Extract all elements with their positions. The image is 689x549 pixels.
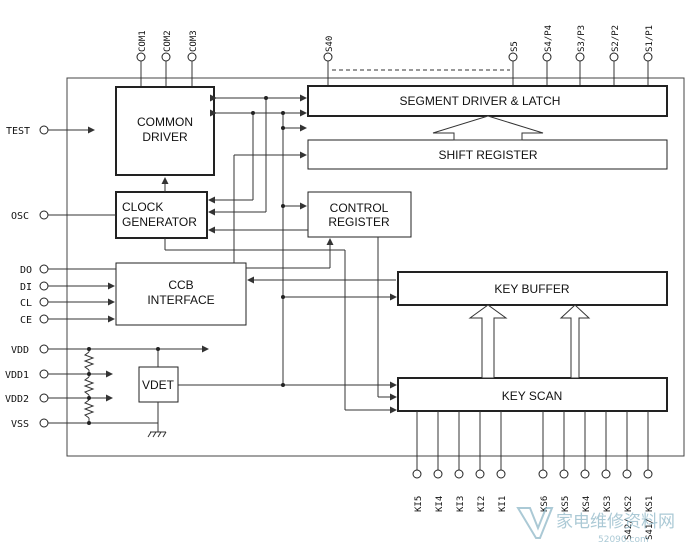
pin-ki5: KI5 xyxy=(412,411,424,512)
svg-text:CL: CL xyxy=(20,298,32,309)
pin-ki4: KI4 xyxy=(433,411,445,512)
svg-text:CE: CE xyxy=(20,315,32,326)
pin-ks5: KS5 xyxy=(559,411,571,512)
shift-register-block: SHIFT REGISTER xyxy=(307,139,668,170)
pin-ks1-s41: KS1 S41/ xyxy=(643,411,655,540)
svg-text:S40: S40 xyxy=(325,36,335,52)
pin-ks6: KS6 xyxy=(538,411,550,512)
keyscan-to-buffer-arrow-left xyxy=(468,304,508,379)
svg-text:CONTROL: CONTROL xyxy=(330,201,389,215)
pin-s1-p1: S1/P1 xyxy=(643,25,655,86)
svg-text:KS2: KS2 xyxy=(624,496,634,512)
svg-text:KS3: KS3 xyxy=(603,496,613,512)
svg-text:VDD: VDD xyxy=(11,345,29,356)
chip-outline xyxy=(66,77,685,457)
ccb-interface-block: CCB INTERFACE xyxy=(115,262,247,326)
svg-text:KI2: KI2 xyxy=(477,496,487,512)
svg-text:KS1: KS1 xyxy=(645,496,655,512)
pin-com3: COM3 xyxy=(187,30,199,87)
svg-text:DRIVER: DRIVER xyxy=(142,130,188,144)
pin-ks2-s42: KS2 S42/ xyxy=(622,411,634,540)
shift-to-segment-arrow xyxy=(432,115,544,141)
svg-text:CLOCK: CLOCK xyxy=(122,200,163,214)
key-scan-block: KEY SCAN xyxy=(397,377,668,412)
pin-ks4: KS4 xyxy=(580,411,592,512)
svg-text:KS4: KS4 xyxy=(582,496,592,512)
svg-text:INTERFACE: INTERFACE xyxy=(147,293,214,307)
pin-vdd2: VDD2 xyxy=(5,393,113,405)
resistor-ladder xyxy=(83,347,95,425)
svg-text:52090.com: 52090.com xyxy=(598,535,649,545)
svg-text:VDD1: VDD1 xyxy=(5,370,29,381)
key-buffer-block: KEY BUFFER xyxy=(397,271,668,306)
svg-text:S4/P4: S4/P4 xyxy=(544,25,554,52)
pin-com1: COM1 xyxy=(136,30,148,87)
svg-text:DI: DI xyxy=(20,282,32,293)
vdet-block: VDET xyxy=(138,366,179,403)
svg-text:TEST: TEST xyxy=(6,126,30,137)
svg-text:COM1: COM1 xyxy=(138,30,148,52)
svg-text:KEY BUFFER: KEY BUFFER xyxy=(494,282,569,296)
svg-text:家电维修资料网: 家电维修资料网 xyxy=(556,512,675,532)
internal-wiring xyxy=(161,94,397,414)
pin-ki3: KI3 xyxy=(454,411,466,512)
svg-text:S2/P2: S2/P2 xyxy=(611,25,621,52)
svg-text:KS5: KS5 xyxy=(561,496,571,512)
pin-s3-p3: S3/P3 xyxy=(575,25,587,86)
pin-s5: S5 xyxy=(508,41,520,86)
pin-s4-p4: S4/P4 xyxy=(542,25,554,86)
svg-text:S3/P3: S3/P3 xyxy=(577,25,587,52)
keyscan-to-buffer-arrow-right xyxy=(559,304,591,379)
control-register-block: CONTROL REGISTER xyxy=(307,191,412,238)
svg-text:S41/: S41/ xyxy=(645,518,655,540)
svg-text:DO: DO xyxy=(20,265,32,276)
pin-ki2: KI2 xyxy=(475,411,487,512)
svg-text:VDD2: VDD2 xyxy=(5,394,29,405)
pin-ks3: KS3 xyxy=(601,411,613,512)
pin-vss: VSS xyxy=(11,402,167,438)
pin-osc: OSC xyxy=(11,210,116,222)
pin-di: DI xyxy=(20,281,115,293)
watermark: 家电维修资料网 52090.com xyxy=(516,507,675,545)
svg-text:S42/: S42/ xyxy=(624,518,634,540)
svg-text:KI5: KI5 xyxy=(414,496,424,512)
pin-s2-p2: S2/P2 xyxy=(609,25,621,86)
svg-text:COM2: COM2 xyxy=(163,30,173,52)
svg-text:COMMON: COMMON xyxy=(137,115,193,129)
pin-ki1: KI1 xyxy=(496,411,508,512)
svg-text:GENERATOR: GENERATOR xyxy=(122,215,197,229)
svg-text:KI3: KI3 xyxy=(456,496,466,512)
pin-test: TEST xyxy=(6,125,95,137)
svg-text:KS6: KS6 xyxy=(540,496,550,512)
svg-text:KEY SCAN: KEY SCAN xyxy=(502,389,562,403)
segment-driver-block: SEGMENT DRIVER & LATCH xyxy=(307,85,668,117)
pin-do: DO xyxy=(20,264,116,276)
svg-text:VSS: VSS xyxy=(11,419,29,430)
pin-vdd1: VDD1 xyxy=(5,369,113,381)
svg-text:REGISTER: REGISTER xyxy=(328,215,390,229)
pin-vdd: VDD xyxy=(11,344,209,367)
pin-cl: CL xyxy=(20,297,115,309)
clock-generator-block: CLOCK GENERATOR xyxy=(115,191,208,239)
svg-text:VDET: VDET xyxy=(142,378,175,392)
pin-s40: S40 xyxy=(323,36,335,86)
svg-text:S1/P1: S1/P1 xyxy=(645,25,655,52)
svg-text:SEGMENT DRIVER & LATCH: SEGMENT DRIVER & LATCH xyxy=(400,94,561,108)
svg-text:OSC: OSC xyxy=(11,211,29,222)
common-driver-block: COMMON DRIVER xyxy=(115,86,215,176)
svg-text:COM3: COM3 xyxy=(189,30,199,52)
pin-com2: COM2 xyxy=(161,30,173,87)
pin-ce: CE xyxy=(20,314,115,326)
svg-text:CCB: CCB xyxy=(168,278,193,292)
svg-text:S5: S5 xyxy=(510,41,520,52)
svg-text:SHIFT REGISTER: SHIFT REGISTER xyxy=(438,148,537,162)
svg-text:KI1: KI1 xyxy=(498,496,508,512)
svg-text:KI4: KI4 xyxy=(435,496,445,512)
